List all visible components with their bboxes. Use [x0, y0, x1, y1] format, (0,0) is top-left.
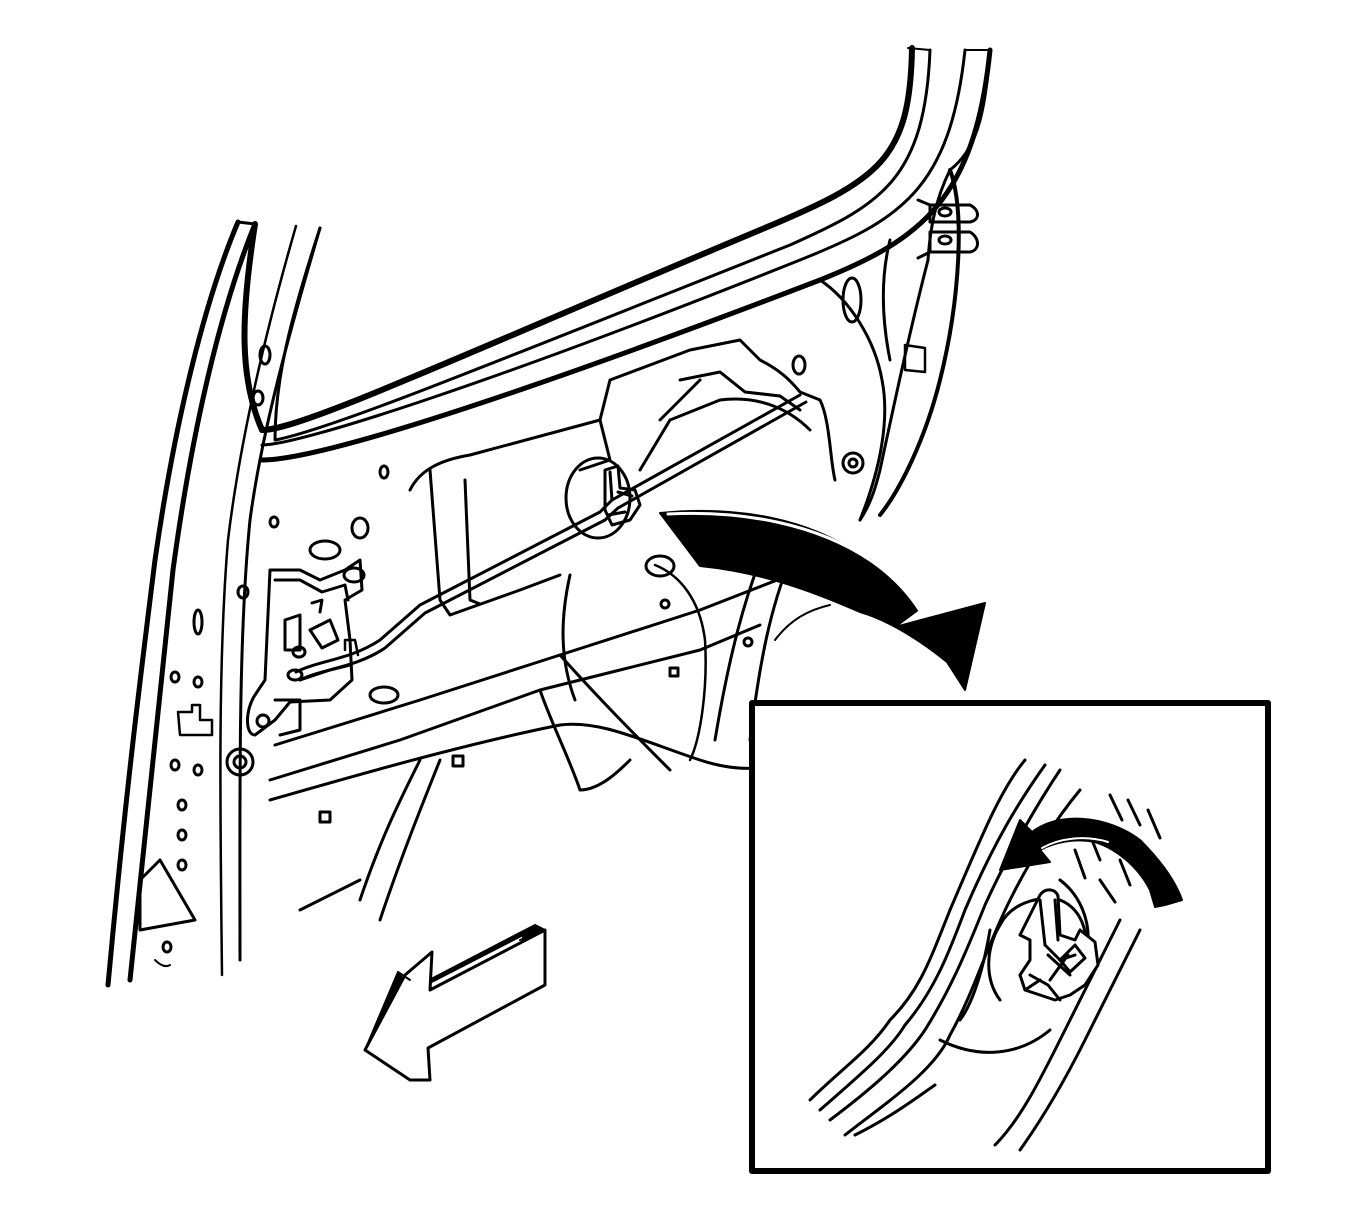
lock-rod-clip — [566, 458, 640, 538]
front-direction-arrow — [365, 925, 545, 1080]
window-frame — [238, 48, 990, 460]
lock-rod — [296, 395, 806, 680]
inset-detail — [752, 703, 1268, 1171]
door-frame — [108, 48, 990, 985]
door-rear-edge — [820, 50, 990, 520]
rotation-arrow — [1000, 819, 1182, 907]
callout-arrow — [660, 511, 985, 690]
panel-holes — [163, 278, 863, 952]
hinge-bracket — [918, 200, 978, 258]
inset-rod-clip — [1020, 890, 1098, 1000]
